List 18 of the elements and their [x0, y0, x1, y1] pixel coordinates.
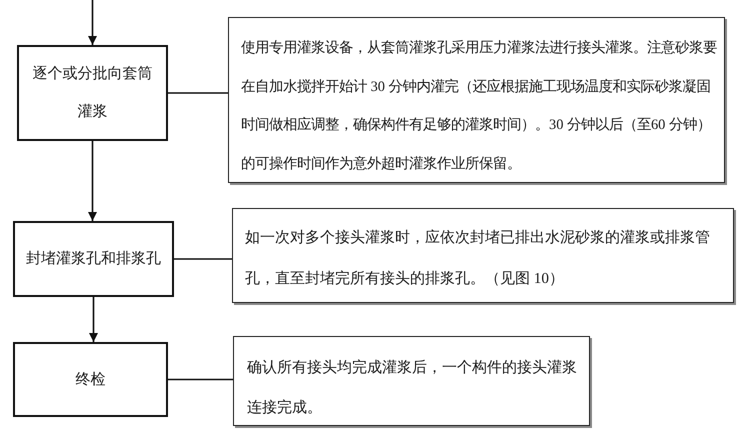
- step-label: 封堵灌浆孔和排浆孔: [25, 250, 162, 269]
- note-box: [228, 17, 725, 183]
- step-box: [13, 221, 174, 297]
- arrow: [88, 0, 97, 45]
- note-text: 如一次对多个接头灌浆时，应依次封堵已排出水泥砂浆的灌浆或排浆管孔，直至封堵完所有接头的排浆孔。（见图 10）: [245, 228, 711, 288]
- note-text: 使用专用灌浆设备，从套筒灌浆孔采用压力灌浆法进行接头灌浆。注意砂浆要在自加水搅拌开始计 30 分钟内灌完（还应根据施工现场温度和实际砂浆凝固时间做相应调整，确保构件有足够的灌浆时间）。30 分钟以后（至60 分钟）的可操作时间作为意外超时灌浆作业所保留。: [241, 39, 718, 174]
- step-label: 逐个或分批向套筒灌浆: [32, 64, 154, 122]
- connector-line: [174, 258, 232, 260]
- arrow: [88, 141, 97, 221]
- note-text: 确认所有接头均完成灌浆后，一个构件的接头灌浆连接完成。: [247, 358, 578, 418]
- step-box: [17, 45, 168, 141]
- connector-line: [168, 92, 228, 94]
- note-box: [233, 336, 590, 426]
- note-box: [232, 208, 734, 303]
- arrow: [89, 297, 98, 342]
- step-box: [13, 342, 168, 417]
- step-label: 终检: [74, 370, 106, 390]
- connector-line: [168, 378, 233, 380]
